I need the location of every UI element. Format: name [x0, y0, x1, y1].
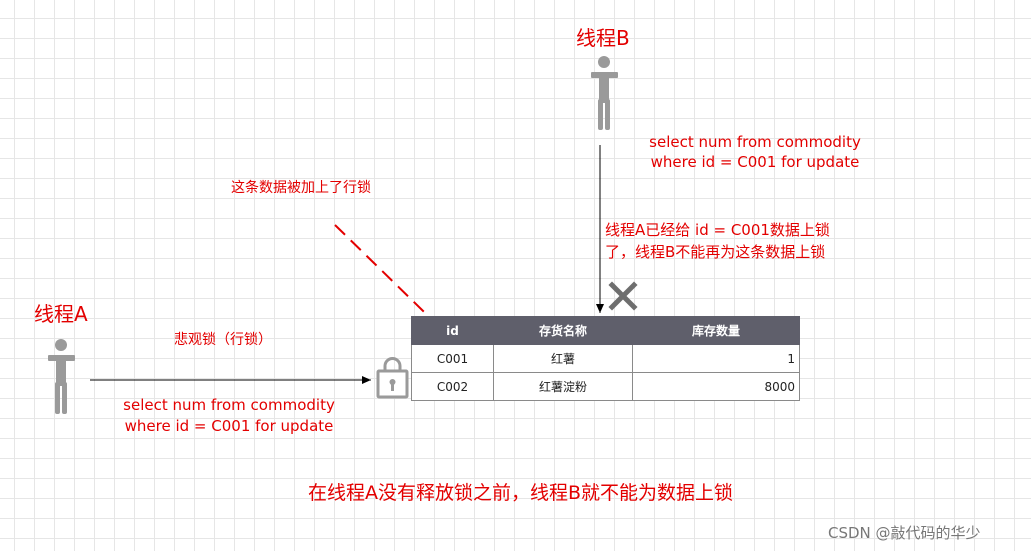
- thread-a-label: 线程A: [34, 302, 88, 326]
- cell-name: 红薯淀粉: [493, 372, 633, 401]
- footer-note: 在线程A没有释放锁之前，线程B就不能为数据上锁: [308, 482, 734, 504]
- watermark: CSDN @敲代码的华少: [828, 524, 981, 542]
- table-row: C002 红薯淀粉 8000: [411, 372, 800, 401]
- thread-a-person-icon: [48, 339, 75, 414]
- cell-id: C002: [411, 372, 494, 401]
- thread-b-blocked-note-line2: 了，线程B不能再为这条数据上锁: [605, 243, 826, 261]
- thread-b-label: 线程B: [576, 26, 630, 50]
- lock-type-label: 悲观锁（行锁）: [174, 332, 272, 348]
- thread-b-query-line1: select num from commodity: [649, 133, 861, 151]
- thread-a-query-line2: where id = C001 for update: [124, 417, 334, 435]
- blocked-cross-icon: [608, 281, 638, 311]
- column-header-quantity: 库存数量: [632, 316, 800, 345]
- cell-name: 红薯: [493, 344, 633, 373]
- thread-b-person-icon: [591, 56, 618, 130]
- cell-quantity: 8000: [632, 372, 800, 401]
- table-row: C001 红薯 1: [411, 344, 800, 373]
- padlock-icon: [376, 357, 409, 399]
- column-header-id: id: [411, 316, 494, 345]
- thread-b-blocked-note-line1: 线程A已经给 id = C001数据上锁: [605, 221, 830, 239]
- thread-a-query-line1: select num from commodity: [123, 396, 335, 414]
- cell-quantity: 1: [632, 344, 800, 373]
- commodity-table: id 存货名称 库存数量 C001 红薯 1 C002 红薯淀粉 8000: [411, 316, 800, 401]
- thread-b-query-line2: where id = C001 for update: [650, 153, 860, 171]
- cell-id: C001: [411, 344, 494, 373]
- column-header-name: 存货名称: [493, 316, 633, 345]
- row-lock-note: 这条数据被加上了行锁: [231, 180, 371, 196]
- table-header-row: id 存货名称 库存数量: [411, 316, 800, 345]
